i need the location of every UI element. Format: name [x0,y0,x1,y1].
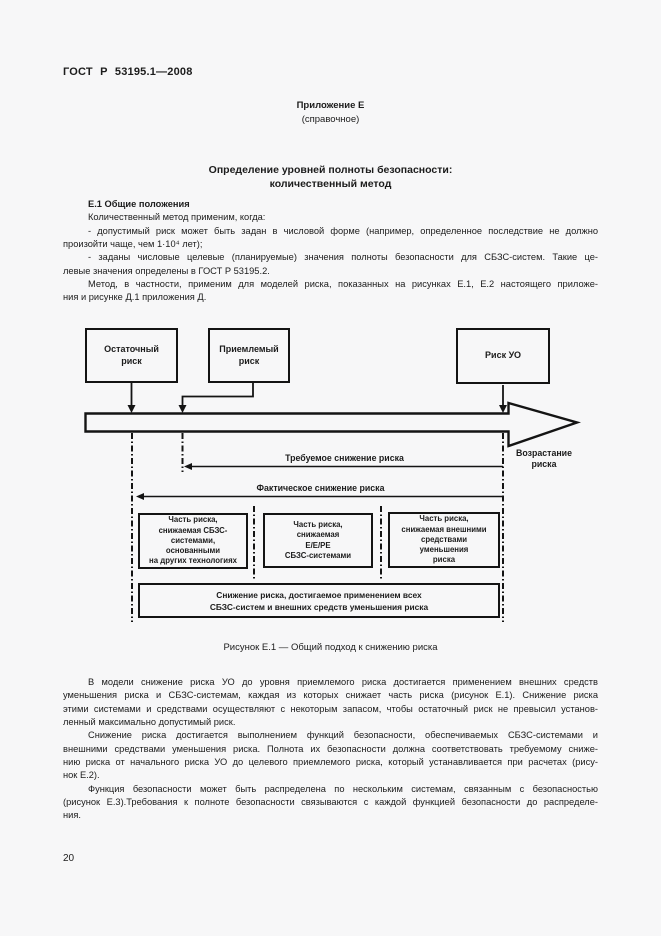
paragraph: В модели снижение риска УО до уровня при… [63,676,598,729]
risk-part-eepe-box: Часть риска, снижаемая Е/Е/РЕ СБЗС-систе… [263,513,373,568]
text-line: левые значения определены в ГОСТ Р 53195… [63,265,270,276]
paragraph: Количественный метод применим, когда: [63,211,598,224]
actual-risk-reduction-label: Фактическое снижение риска [256,483,385,493]
text-line: ленный максимально допустимый риск. [63,717,236,728]
residual-risk-box: Остаточный риск [85,328,178,383]
text-line: ния. [63,810,81,821]
arrowhead-left-icon [136,493,144,500]
risk-part-other-tech-box: Часть риска, снижаемая СБЗС- системами, … [138,513,248,569]
page-number: 20 [63,853,75,864]
text-line: В модели снижение риска УО до уровня при… [88,677,598,687]
annex-heading: Приложение Е (справочное) [63,99,598,126]
text-line: - заданы числовые целевые (планируемые) … [88,252,598,263]
total-risk-reduction-box: Снижение риска, достигаемое применением … [138,583,500,618]
paragraph: - допустимый риск может быть задан в чис… [63,225,598,252]
text-line: произойти чаще, чем 1·10⁴ лет); [63,239,203,250]
text-line: ния и рисунке Д.1 приложения Д. [63,292,207,303]
euc-risk-box: Риск УО [456,328,550,384]
text-line: нок Е.2). [63,770,100,781]
text-line: Количественный метод применим, когда: [88,212,266,223]
section-title-line1: Определение уровней полноты безопасности… [208,164,453,176]
required-risk-reduction-label: Требуемое снижение риска [285,453,404,463]
paragraph: Снижение риска достигается выполнением ф… [63,729,598,782]
arrowhead-down-icon [178,405,187,413]
arrowhead-down-icon [499,405,507,413]
risk-part-external-box: Часть риска, снижаемая внешними средства… [388,512,500,568]
risk-axis-arrow [84,401,582,448]
risk-increase-label: Возрастание риска [516,448,572,469]
acceptable-risk-box: Приемлемый риск [208,328,290,383]
arrowhead-left-icon [184,463,192,470]
text-line: Функция безопасности может быть распреде… [88,783,598,794]
section-title-line2: количественный метод [269,178,392,190]
text-line: внешними средствами уменьшения риска. По… [63,743,598,754]
text-line: Е.1 Общие положения [88,199,190,209]
figure-caption: Рисунок Е.1 — Общий подход к снижению ри… [223,642,438,653]
body-text-after-figure: В модели снижение риска УО до уровня при… [63,676,598,823]
section-title: Определение уровней полноты безопасности… [63,163,598,191]
doc-number: ГОСТ Р 53195.1—2008 [63,66,193,78]
text-line: Снижение риска достигается выполнением ф… [88,730,598,741]
paragraph: Метод, в частности, применим для моделей… [63,278,598,305]
text-line: - допустимый риск может быть задан в чис… [88,225,598,236]
text-line: Метод, в частности, применим для моделей… [88,279,598,290]
paragraph: Функция безопасности может быть распреде… [63,783,598,823]
acceptable-connector-line [181,383,254,406]
annex-type: (справочное) [301,113,360,125]
text-line: уменьшения риска и СБЗС-системам, каждая… [63,690,598,701]
text-line: (рисунок Е.3).Требования к полноте безоп… [63,797,598,808]
annex-label: Приложение Е [296,100,365,111]
paragraph: Е.1 Общие положения [63,198,598,211]
text-line: нию риска от начального риска УО до целе… [63,757,598,768]
arrowhead-down-icon [127,405,136,413]
paragraph: - заданы числовые целевые (планируемые) … [63,251,598,278]
text-line: этими системами и средствами осуществляю… [63,703,598,714]
